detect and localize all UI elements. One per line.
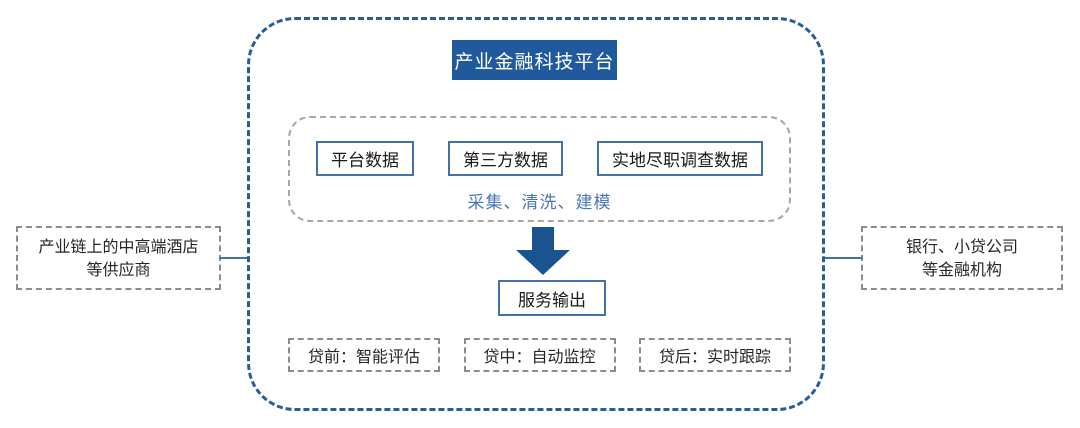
data-process-label: 采集、清洗、建模 (467, 193, 612, 213)
right-entity-box: 银行、小贷公司 等金融机构 (861, 226, 1063, 290)
down-arrow-icon (512, 227, 574, 275)
data-sources-container: 平台数据 第三方数据 实地尽职调查数据 采集、清洗、建模 (288, 116, 791, 222)
loan-stages-row: 贷前：智能评估 贷中：自动监控 贷后：实时跟踪 (288, 338, 791, 372)
right-connector-line (817, 257, 863, 259)
loan-stage-box: 贷中：自动监控 (463, 338, 616, 372)
right-entity-line-1: 银行、小贷公司 (905, 236, 1018, 256)
left-entity-line-1: 产业链上的中高端酒店 (38, 236, 199, 256)
right-entity-text: 银行、小贷公司 等金融机构 (906, 235, 1018, 281)
service-output-box: 服务输出 (498, 280, 606, 316)
data-source-box: 实地尽职调查数据 (597, 141, 763, 176)
right-entity-line-2: 等金融机构 (921, 260, 1002, 279)
loan-stage-box: 贷前：智能评估 (288, 338, 440, 372)
data-source-box: 平台数据 (316, 141, 414, 176)
platform-title-banner: 产业金融科技平台 (452, 40, 617, 80)
data-source-box: 第三方数据 (448, 141, 563, 176)
loan-stage-box: 贷后：实时跟踪 (639, 338, 791, 372)
data-sources-row: 平台数据 第三方数据 实地尽职调查数据 (290, 141, 789, 176)
left-entity-text: 产业链上的中高端酒店 等供应商 (38, 235, 198, 281)
left-entity-line-2: 等供应商 (86, 260, 151, 279)
left-entity-box: 产业链上的中高端酒店 等供应商 (16, 226, 221, 290)
left-connector-line (219, 257, 257, 259)
